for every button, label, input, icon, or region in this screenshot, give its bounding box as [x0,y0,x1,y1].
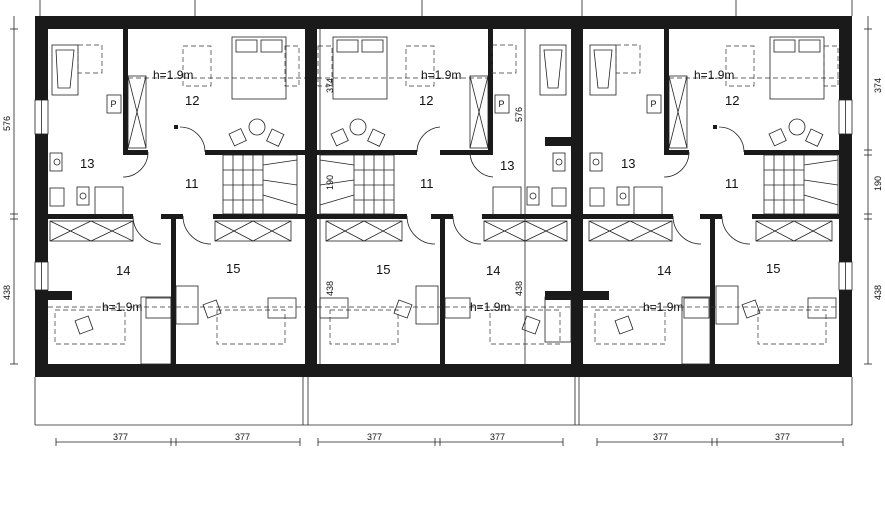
room-15-label-3: 15 [766,261,780,276]
room-11-label-2: 11 [420,176,434,191]
dim-bottom-1a: 377 [113,432,128,442]
top-extension-lines [39,0,853,16]
dim-438-inner-right: 438 [514,281,524,296]
dim-right-upper: 374 [873,78,883,93]
dim-bottom-2a: 377 [367,432,382,442]
room-14-label: 14 [116,263,130,278]
room-12-label-3: 12 [725,93,739,108]
room-13-label-2: 13 [500,158,514,173]
dim-right-lower: 438 [873,285,883,300]
dim-right-stair: 190 [873,176,883,191]
height-note-lower-3: h=1.9m [643,300,683,314]
room-14-label-3: 14 [657,263,671,278]
dim-bottom-2b: 377 [490,432,505,442]
room-11-label-3: 11 [725,176,739,191]
height-note-upper: h=1.9m [153,68,193,82]
bottom-dimension-lines: 377 377 377 377 377 377 [55,432,844,446]
dim-438-inner-left: 438 [325,281,335,296]
lower-outline [34,377,853,426]
unit-3: P [583,29,839,365]
room-14-label-2: 14 [486,263,500,278]
dim-576-inner: 576 [514,107,524,122]
dim-bottom-3a: 377 [653,432,668,442]
room-12-label: 12 [185,93,199,108]
cabinet-label-2: P [499,99,505,109]
height-note-lower: h=1.9m [102,300,142,314]
height-note-upper-2: h=1.9m [421,68,461,82]
dim-190-inner: 190 [325,175,335,190]
right-dimension-line: 374 190 438 [864,16,883,365]
dim-left-upper: 576 [2,116,12,131]
unit-1: P [48,29,305,365]
left-dimension-line: 576 438 [2,16,18,365]
room-15-label-2: 15 [376,262,390,277]
height-note-lower-2: h=1.9m [470,300,510,314]
stairs-3 [763,154,839,215]
room-12-label-2: 12 [419,93,433,108]
cabinet-label: P [111,99,117,109]
stairs [222,154,298,215]
facade-windows [34,99,853,291]
dim-374-inner: 374 [325,78,335,93]
dim-bottom-1b: 377 [235,432,250,442]
room-13-label: 13 [80,156,94,171]
dim-left-lower: 438 [2,285,12,300]
unit-2: P [317,29,572,364]
room-13-label-3: 13 [621,156,635,171]
room-15-label: 15 [226,261,240,276]
height-note-upper-3: h=1.9m [694,68,734,82]
cabinet-label-3: P [651,99,657,109]
room-11-label: 11 [185,176,199,191]
dim-bottom-3b: 377 [775,432,790,442]
